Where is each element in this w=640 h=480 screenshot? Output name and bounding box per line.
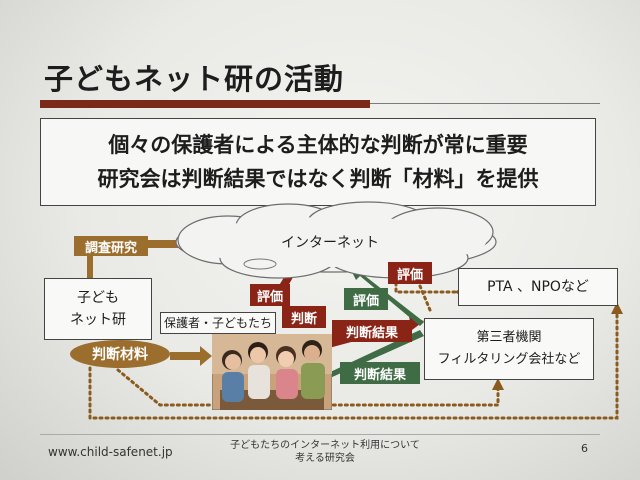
parents-children-label: 保護者・子どもたち: [160, 312, 276, 334]
page-number: 6: [581, 442, 588, 455]
internet-label: インターネット: [281, 235, 379, 251]
message-line-2: 研究会は判断結果ではなく判断「材料」を提供: [97, 167, 539, 191]
dotted-arrow-up-mid: [492, 378, 504, 390]
dotted-line-result: [418, 284, 432, 312]
footer-rule: [40, 434, 600, 435]
title-bar: [40, 100, 370, 108]
kodomo-netken-box: 子ども ネット研: [44, 278, 152, 340]
result-green-tag: 判断結果: [340, 362, 420, 384]
footer-caption: 子どもたちのインターネット利用について 考える研究会: [200, 439, 450, 465]
footer-caption-line-1: 子どもたちのインターネット利用について: [230, 440, 420, 451]
eval-green-tag: 評価: [344, 288, 388, 310]
material-arrow: [170, 346, 212, 366]
dotted-arrow-up-right: [611, 302, 623, 314]
message-line-1: 個々の保護者による主体的な判断が常に重要: [108, 133, 528, 157]
title-rule: [370, 103, 600, 104]
footer-caption-line-2: 考える研究会: [295, 453, 355, 464]
footer-url: www.child-safenet.jp: [48, 445, 173, 459]
judgment-material-tag: 判断材料: [70, 340, 170, 368]
message-box: 個々の保護者による主体的な判断が常に重要 研究会は判断結果ではなく判断「材料」を…: [40, 118, 596, 206]
pta-npo-box: PTA 、NPOなど: [458, 268, 618, 306]
eval-red-tag-1: 評価: [250, 284, 290, 306]
internet-cloud: [175, 201, 497, 279]
dotted-line-pta: [394, 255, 457, 294]
family-photo: [212, 334, 332, 410]
survey-connector: [87, 248, 93, 278]
result-red-tag: 判断結果: [332, 320, 412, 342]
judgment-tag: 判断: [282, 306, 326, 328]
third-party-box: 第三者機関 フィルタリング会社など: [424, 318, 594, 380]
slide-title: 子どもネット研の活動: [44, 62, 345, 96]
survey-tag: 調査研究: [74, 236, 148, 256]
dotted-line-outer: [88, 310, 619, 420]
eval-red-tag-2: 評価: [388, 262, 432, 284]
